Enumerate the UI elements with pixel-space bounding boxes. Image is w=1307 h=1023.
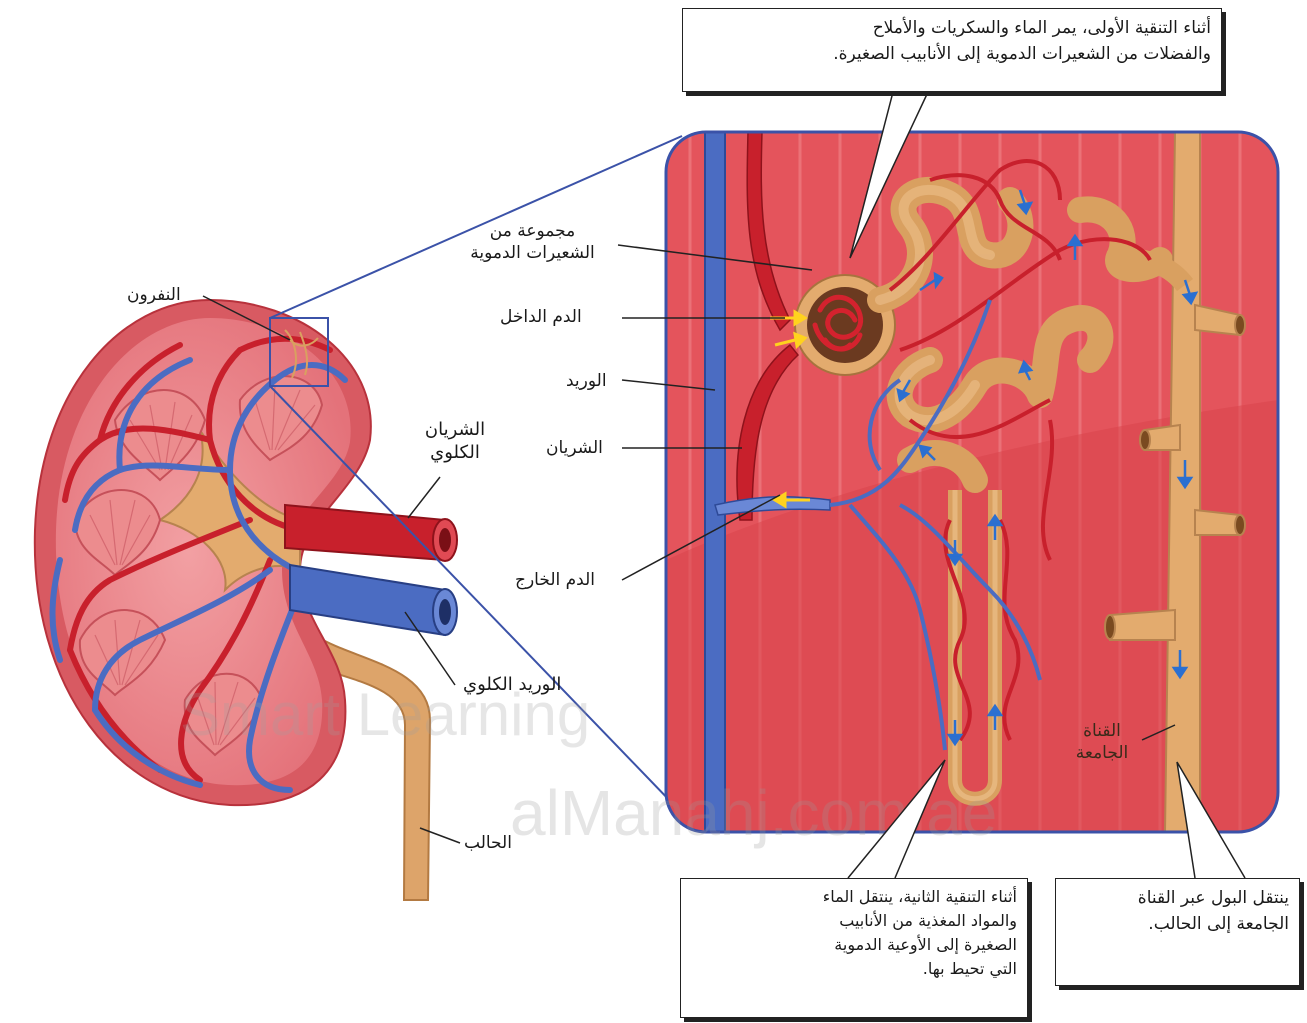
label-vein: الوريد [566, 370, 607, 392]
nephron-inset [666, 132, 1278, 832]
callout-second-filtration-line3: الصغيرة إلى الأوعية الدموية [691, 933, 1017, 957]
renal-artery [285, 505, 445, 560]
label-ureter: الحالب [464, 832, 512, 854]
inset-vein [705, 132, 725, 832]
label-capillaries: مجموعة من الشعيرات الدموية [445, 220, 620, 264]
callout-urine-path-line2: الجامعة إلى الحالب. [1066, 911, 1289, 937]
callout-second-filtration-line4: التي تحيط بها. [691, 957, 1017, 981]
kidney-illustration [35, 300, 457, 900]
label-nephron: النفرون [127, 284, 181, 306]
callout-urine-path: ينتقل البول عبر القناة الجامعة إلى الحال… [1055, 878, 1300, 986]
callout-urine-path-line1: ينتقل البول عبر القناة [1066, 885, 1289, 911]
label-renal-vein: الوريد الكلوي [463, 673, 561, 696]
label-capillaries-line2: الشعيرات الدموية [445, 242, 620, 264]
callout-second-filtration-line1: أثناء التنقية الثانية، ينتقل الماء [691, 885, 1017, 909]
label-capillaries-line1: مجموعة من [445, 220, 620, 242]
label-artery: الشريان [546, 437, 603, 459]
label-renal-artery: الشريان الكلوي [415, 418, 495, 465]
label-renal-artery-line2: الكلوي [415, 441, 495, 464]
callout-second-filtration-line2: والمواد المغذية من الأنابيب [691, 909, 1017, 933]
label-renal-artery-line1: الشريان [415, 418, 495, 441]
label-collecting-duct: القناة الجامعة [1062, 720, 1142, 764]
label-collecting-duct-line2: الجامعة [1062, 742, 1142, 764]
callout-first-filtration-line2: والفضلات من الشعيرات الدموية إلى الأنابي… [693, 41, 1211, 67]
callout-first-filtration: أثناء التنقية الأولى، يمر الماء والسكريا… [682, 8, 1222, 92]
label-collecting-duct-line1: القناة [1062, 720, 1142, 742]
label-blood-in: الدم الداخل [500, 306, 582, 328]
callout-second-filtration: أثناء التنقية الثانية، ينتقل الماء والمو… [680, 878, 1028, 1018]
label-blood-out: الدم الخارج [515, 569, 595, 591]
callout-first-filtration-line1: أثناء التنقية الأولى، يمر الماء والسكريا… [693, 15, 1211, 41]
